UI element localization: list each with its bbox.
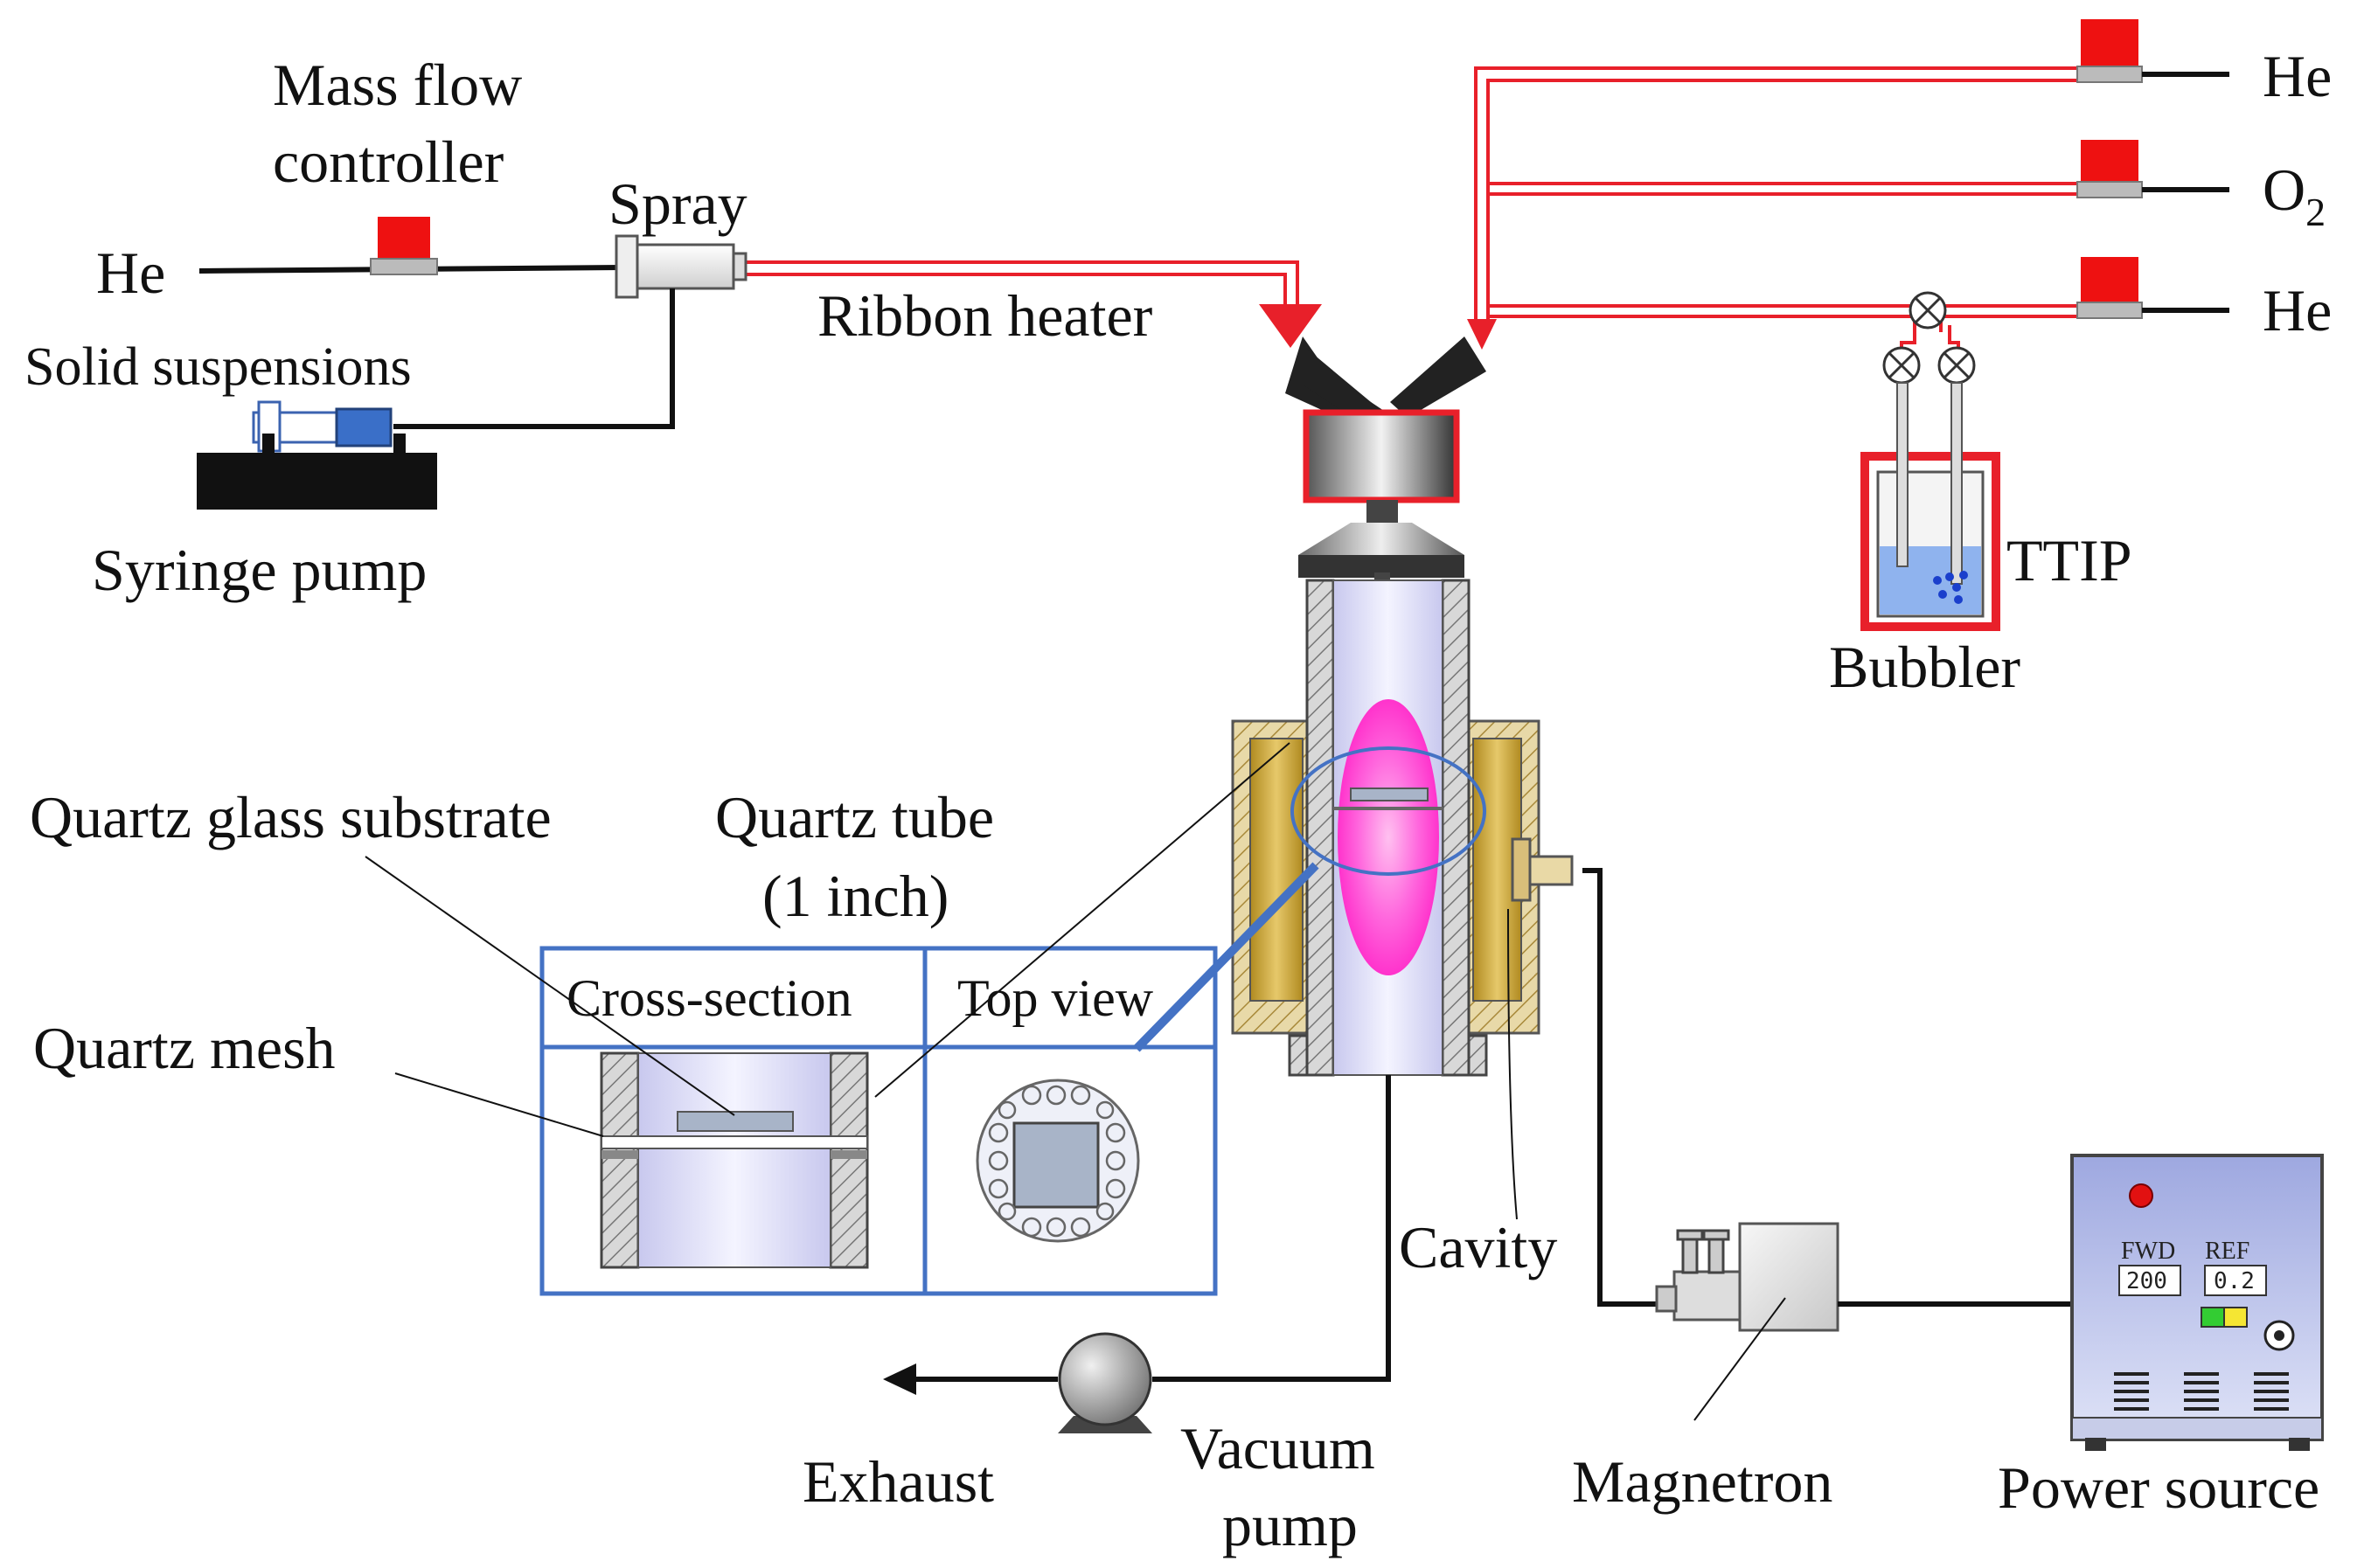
exhaust-arrow-icon [883, 1363, 916, 1395]
quartz-tube-label-1: Quartz tube [715, 784, 994, 850]
syringe-pump [197, 434, 437, 510]
manifold-line-b [1486, 79, 2081, 323]
cross-section-label: Cross-section [567, 969, 852, 1027]
bubbler [1860, 382, 2000, 631]
power-source: FWD REF 200 0.2 [2070, 1154, 2324, 1451]
vacuum-pump-label-2: pump [1222, 1492, 1358, 1558]
quartz-tube-label-2: (1 inch) [762, 863, 949, 929]
vacuum-pump-icon [1058, 1332, 1152, 1433]
top-view-label: Top view [957, 969, 1154, 1027]
ribbon-heater-line-a [743, 260, 1299, 310]
magnetron-label: Magnetron [1572, 1448, 1832, 1515]
cavity-label: Cavity [1399, 1214, 1557, 1280]
syringe-pump-label: Syringe pump [92, 537, 427, 603]
y-junction [1285, 336, 1486, 590]
spray-label: Spray [608, 170, 747, 237]
exhaust-label: Exhaust [803, 1448, 994, 1515]
mfc-he-top [2076, 19, 2229, 83]
waveguide-line [1582, 868, 1663, 1307]
mass-flow-controller-label-1: Mass flow [273, 52, 522, 118]
magnetron [1655, 1222, 1839, 1332]
ribbon-heater-line-b [743, 273, 1287, 310]
fwd-value: 200 [2126, 1268, 2167, 1294]
ref-label: REF [2205, 1238, 2249, 1265]
mfc-o2 [2076, 140, 2229, 198]
substrate [1350, 787, 1429, 801]
power-source-label: Power source [1998, 1454, 2319, 1521]
manifold-line-a [1474, 66, 2081, 323]
quartz-glass-substrate-label: Quartz glass substrate [30, 784, 552, 850]
labels: Mass flow controller He Spray Ribbon hea… [24, 43, 2332, 1558]
zoom-connector [1133, 862, 1319, 1052]
suspension-line [393, 288, 675, 429]
right-inlet-arrowhead [1467, 319, 1497, 350]
solid-suspensions-label: Solid suspensions [24, 337, 412, 397]
valve-icon [1909, 291, 1947, 330]
waveguide-port [1511, 837, 1574, 902]
ttip-label: TTIP [2006, 527, 2132, 593]
plasma [1338, 699, 1439, 975]
bubbler-label: Bubbler [1829, 634, 2020, 700]
he-top-label: He [2263, 43, 2332, 109]
mass-flow-controller-label-2: controller [273, 128, 504, 195]
quartz-mesh-label: Quartz mesh [33, 1015, 336, 1081]
ref-value: 0.2 [2214, 1268, 2255, 1294]
fwd-label: FWD [2121, 1238, 2175, 1265]
he3-line-b [1939, 315, 2081, 332]
he-left-label: He [96, 239, 165, 306]
mfc-he-left [370, 217, 438, 275]
spray-nozzle [615, 234, 747, 299]
left-inlet-arrowhead [1259, 304, 1322, 348]
syringe [252, 400, 393, 453]
gas-lines [743, 66, 2081, 354]
zoom-circle [1290, 746, 1486, 876]
power-led-icon [2129, 1183, 2153, 1208]
leader-lines [365, 742, 1786, 1421]
vacuum-pump-label-1: Vacuum [1180, 1415, 1375, 1481]
o2-label: O2 [2263, 156, 2326, 234]
he-third-label: He [2263, 277, 2332, 343]
exhaust-line [1152, 1075, 1391, 1382]
valve-icon [1937, 346, 1976, 385]
inset-panel [539, 946, 1218, 1296]
valve-icon [1882, 346, 1921, 385]
ribbon-heater-label: Ribbon heater [817, 282, 1153, 349]
mfc-he-bubbler [2076, 257, 2229, 319]
